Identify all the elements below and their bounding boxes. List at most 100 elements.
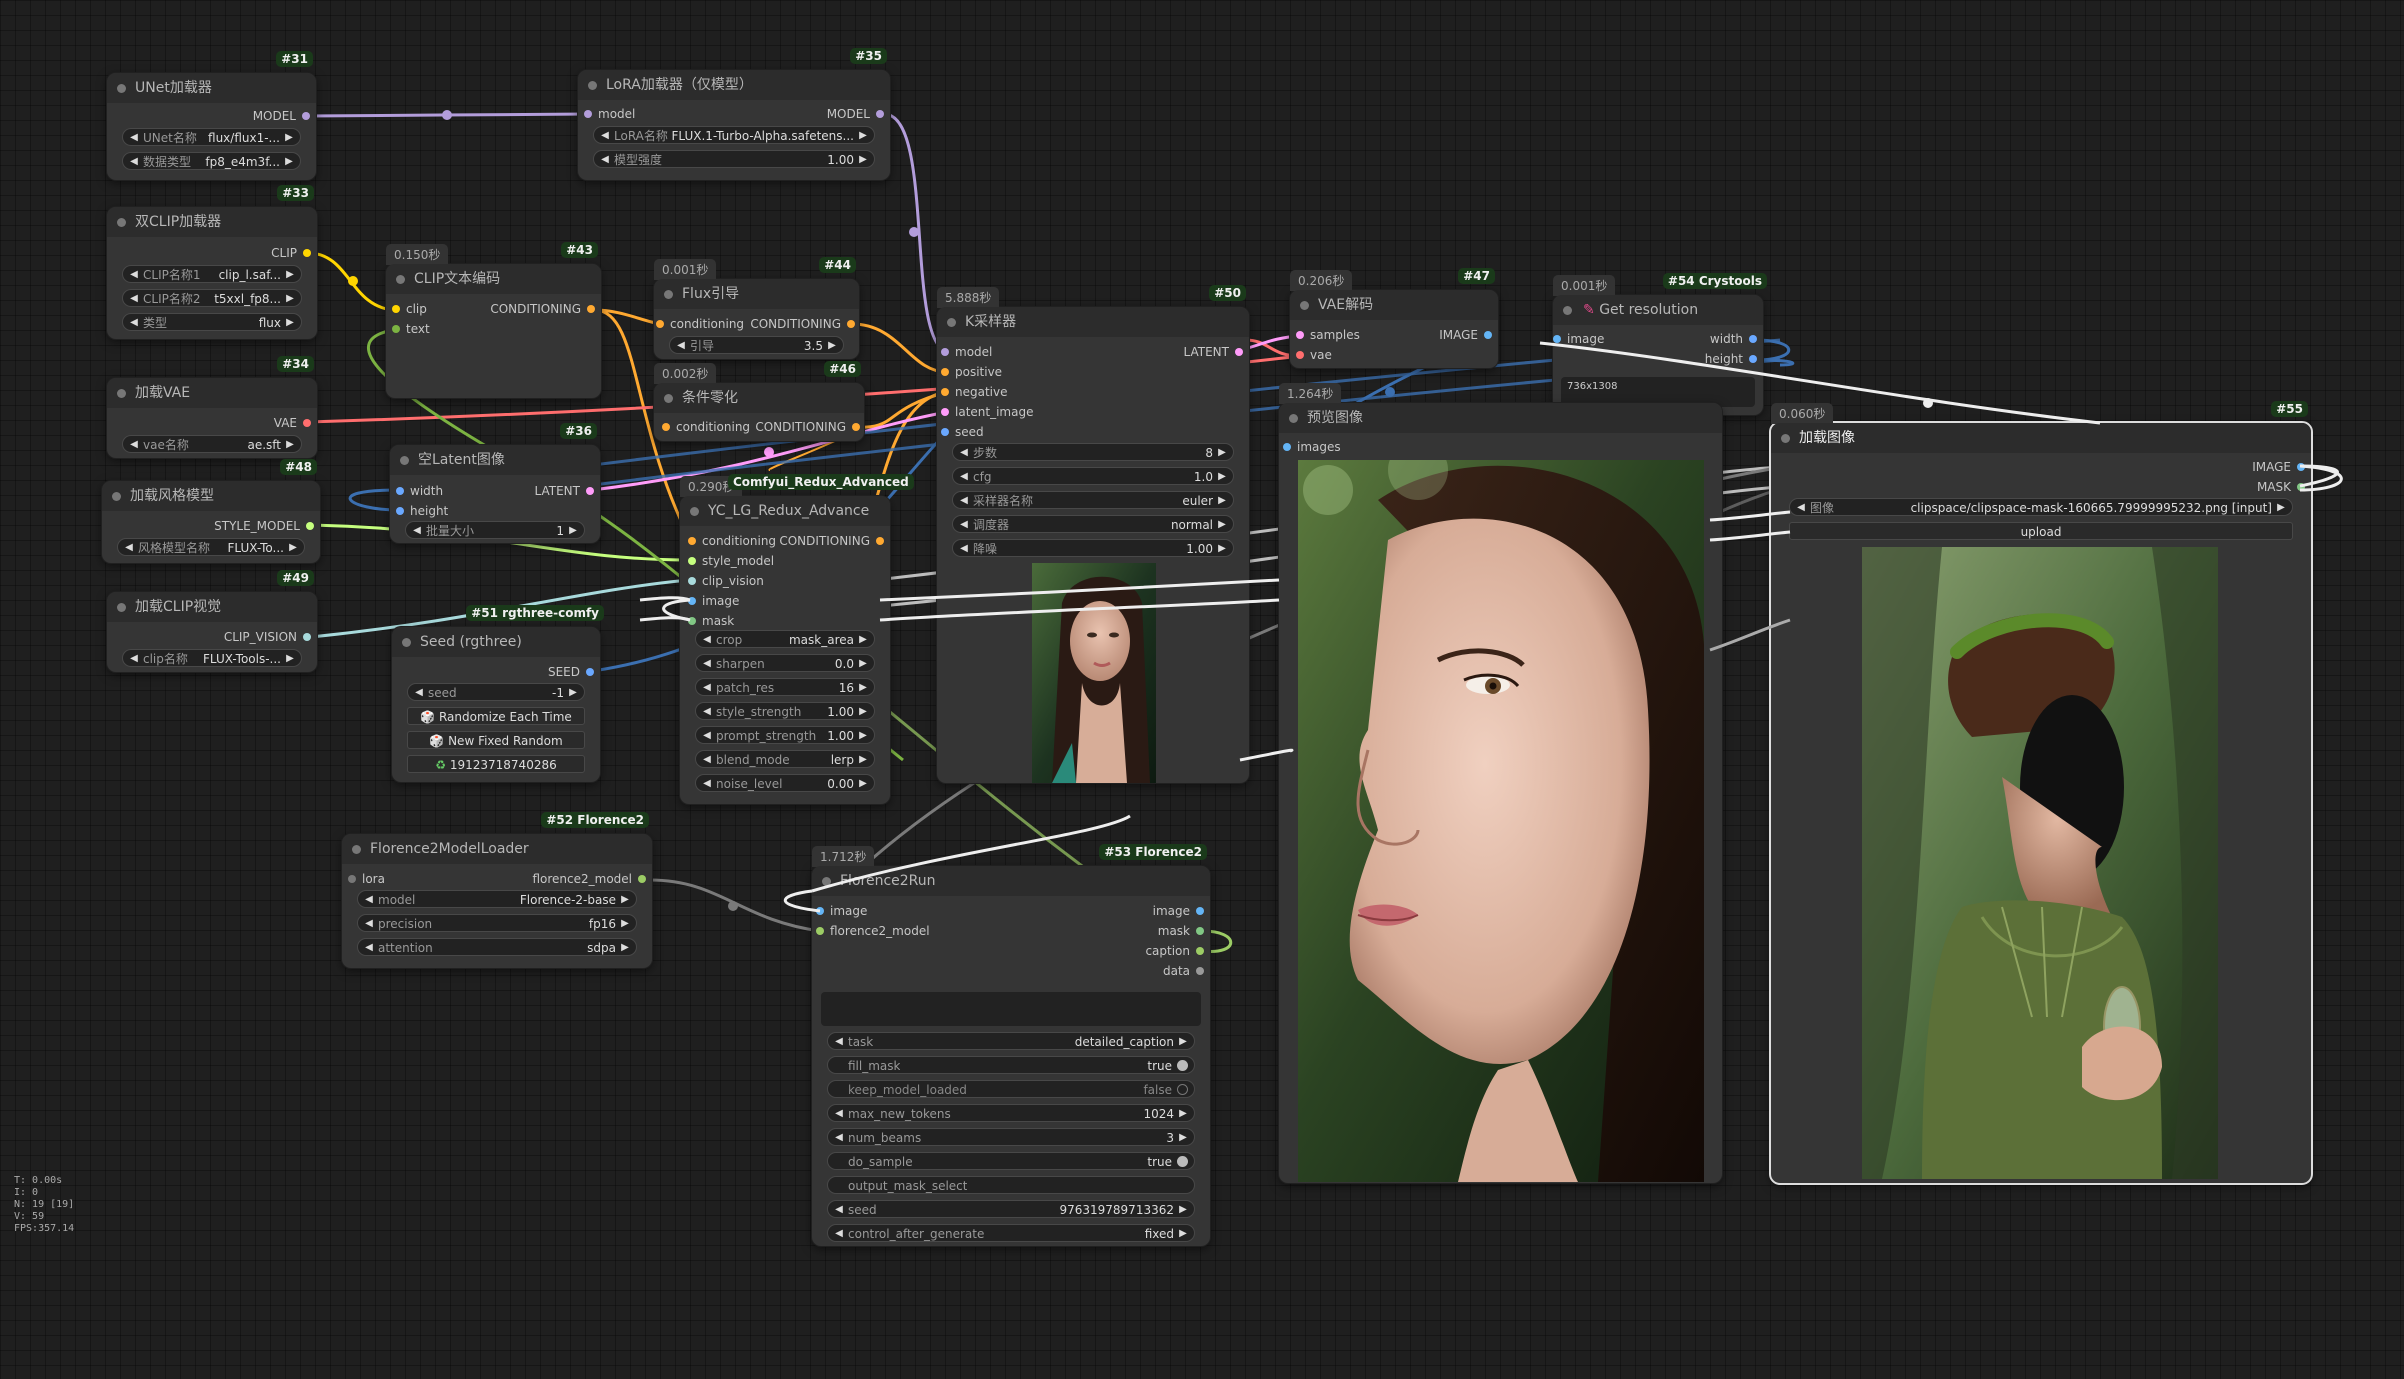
collapse-dot[interactable]: [947, 318, 956, 327]
arrow-left-icon[interactable]: ◀: [130, 653, 138, 664]
output-conditioning[interactable]: CONDITIONING: [755, 420, 860, 434]
arrow-right-icon[interactable]: ▶: [859, 658, 867, 669]
arrow-right-icon[interactable]: ▶: [286, 439, 294, 450]
output-slot[interactable]: [638, 875, 646, 883]
arrow-left-icon[interactable]: ◀: [130, 132, 138, 143]
output-slot[interactable]: [587, 305, 595, 313]
output-style-model[interactable]: STYLE_MODEL: [214, 519, 314, 533]
loaded-image-preview[interactable]: [1862, 547, 2218, 1179]
arrow-left-icon[interactable]: ◀: [703, 778, 711, 789]
input-slot[interactable]: [688, 617, 696, 625]
node-clip-text-encode[interactable]: 0.150秒 #43 CLIP文本编码 clip text CONDITIONI…: [386, 242, 601, 398]
node-preview-image[interactable]: 1.264秒 预览图像 images: [1279, 383, 1722, 1183]
arrow-left-icon[interactable]: ◀: [130, 317, 138, 328]
node-florence2-run[interactable]: 1.712秒 #53 Florence2 Florence2Run image …: [812, 844, 1210, 1246]
output-slot[interactable]: [2297, 463, 2305, 471]
arrow-right-icon[interactable]: ▶: [286, 293, 294, 304]
node-header[interactable]: Seed (rgthree): [392, 627, 600, 657]
input-slot[interactable]: [941, 348, 949, 356]
output-slot[interactable]: [2297, 483, 2305, 491]
collapse-dot[interactable]: [117, 389, 126, 398]
output-model[interactable]: MODEL: [827, 107, 884, 121]
output-model[interactable]: MODEL: [253, 109, 310, 123]
node-header[interactable]: 加载风格模型: [102, 481, 320, 511]
input-negative[interactable]: negative: [941, 385, 1007, 399]
output-slot[interactable]: [306, 522, 314, 530]
input-slot[interactable]: [662, 423, 670, 431]
output-clip-vision[interactable]: CLIP_VISION: [224, 630, 311, 644]
arrow-right-icon[interactable]: ▶: [859, 634, 867, 645]
arrow-right-icon[interactable]: ▶: [859, 154, 867, 165]
collapse-dot[interactable]: [112, 492, 121, 501]
node-seed-rgthree[interactable]: #51 rgthree-comfy Seed (rgthree) SEED ◀s…: [392, 605, 604, 782]
input-conditioning[interactable]: conditioning: [656, 317, 744, 331]
output-conditioning[interactable]: CONDITIONING: [750, 317, 855, 331]
input-slot[interactable]: [941, 408, 949, 416]
collapse-dot[interactable]: [1563, 306, 1572, 315]
input-seed[interactable]: seed: [941, 425, 984, 439]
arrow-left-icon[interactable]: ◀: [125, 542, 133, 553]
collapse-dot[interactable]: [1781, 434, 1790, 443]
node-header[interactable]: 预览图像: [1279, 403, 1722, 433]
arrow-left-icon[interactable]: ◀: [703, 730, 711, 741]
node-header[interactable]: UNet加载器: [107, 73, 316, 103]
input-slot[interactable]: [656, 320, 664, 328]
input-latent-image[interactable]: latent_image: [941, 405, 1033, 419]
arrow-left-icon[interactable]: ◀: [835, 1036, 843, 1047]
output-slot[interactable]: [1235, 348, 1243, 356]
output-slot[interactable]: [1196, 927, 1204, 935]
arrow-left-icon[interactable]: ◀: [835, 1228, 843, 1239]
input-lora[interactable]: lora: [348, 872, 385, 886]
arrow-right-icon[interactable]: ▶: [859, 730, 867, 741]
collapse-dot[interactable]: [822, 877, 831, 886]
output-latent[interactable]: LATENT: [535, 484, 594, 498]
collapse-dot[interactable]: [664, 290, 673, 299]
input-slot[interactable]: [1283, 443, 1291, 451]
input-florence2-model[interactable]: florence2_model: [816, 924, 930, 938]
arrow-right-icon[interactable]: ▶: [285, 132, 293, 143]
arrow-left-icon[interactable]: ◀: [413, 525, 421, 536]
collapse-dot[interactable]: [117, 603, 126, 612]
arrow-right-icon[interactable]: ▶: [1179, 1036, 1187, 1047]
arrow-right-icon[interactable]: ▶: [285, 156, 293, 167]
output-slot[interactable]: [1484, 331, 1492, 339]
output-slot[interactable]: [1749, 335, 1757, 343]
arrow-right-icon[interactable]: ▶: [2277, 502, 2285, 513]
input-slot[interactable]: [688, 577, 696, 585]
arrow-right-icon[interactable]: ▶: [621, 918, 629, 929]
output-slot[interactable]: [876, 537, 884, 545]
new-fixed-random-button[interactable]: 🎲 New Fixed Random: [407, 731, 585, 749]
output-slot[interactable]: [1196, 947, 1204, 955]
input-samples[interactable]: samples: [1296, 328, 1360, 342]
output-florence2-model[interactable]: florence2_model: [532, 872, 646, 886]
output-image[interactable]: IMAGE: [1439, 328, 1492, 342]
input-slot[interactable]: [584, 110, 592, 118]
output-slot[interactable]: [852, 423, 860, 431]
arrow-left-icon[interactable]: ◀: [960, 543, 968, 554]
arrow-right-icon[interactable]: ▶: [1218, 447, 1226, 458]
toggle-knob[interactable]: [1177, 1060, 1188, 1071]
input-conditioning[interactable]: conditioning: [688, 534, 776, 548]
toggle-knob[interactable]: [1177, 1156, 1188, 1167]
